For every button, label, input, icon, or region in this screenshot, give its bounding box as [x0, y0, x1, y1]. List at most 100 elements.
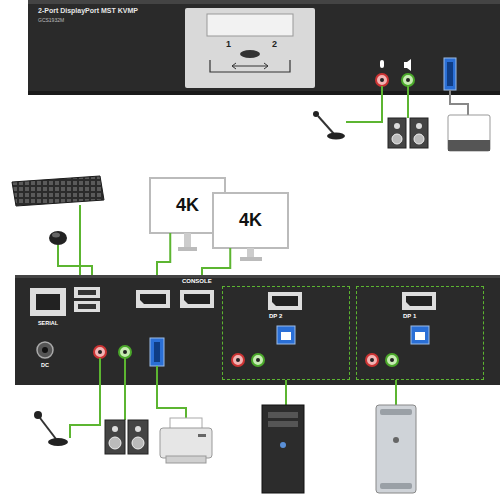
front-ports — [447, 62, 453, 86]
usb-a-ports — [74, 287, 100, 312]
monitor-screen: 4K — [213, 193, 288, 248]
bottom-wires — [157, 366, 186, 418]
microphone-icon — [40, 418, 56, 439]
front-wires — [346, 86, 382, 122]
speaker-icon — [112, 426, 118, 432]
front-ports — [404, 59, 411, 71]
usb-a-ports — [78, 290, 96, 295]
microphone-icon — [313, 111, 319, 117]
speaker-icon — [394, 123, 400, 129]
dp1-port-group — [366, 354, 378, 366]
port-label: SERIAL — [38, 320, 58, 326]
dp1-port-group — [406, 296, 432, 306]
speaker-icon — [128, 420, 148, 454]
port-label: DC — [41, 362, 49, 368]
mac-tower-icon — [380, 409, 412, 415]
node-text: 2-Port DisplayPort MST KVMP — [38, 7, 138, 15]
video-cable — [202, 248, 230, 275]
front-panel-housing — [28, 91, 500, 95]
node-text: DP 1 — [403, 313, 416, 320]
dc-jack — [42, 347, 48, 353]
console-dp-ports — [140, 294, 166, 304]
dp2-port-group — [256, 358, 260, 362]
console-audio-usb — [150, 338, 164, 366]
bottom-wires — [395, 380, 397, 405]
speaker-icon — [105, 420, 125, 454]
dp1-port-group — [390, 358, 394, 362]
serial-port — [36, 294, 60, 310]
speaker-icon — [392, 134, 402, 144]
node-text: CONSOLE — [182, 278, 212, 285]
monitor-icon — [240, 257, 262, 261]
speaker-icon — [410, 118, 428, 148]
console-audio-usb — [98, 350, 102, 354]
rear-panel: CONSOLE DP 2 DP 1 — [15, 275, 500, 385]
microphone-icon — [34, 411, 42, 419]
external-drive-icon — [448, 115, 490, 151]
dp2-port-group — [281, 332, 291, 340]
mouse-icon — [49, 231, 67, 245]
mac-tower-icon — [376, 405, 416, 493]
bottom-wires — [285, 380, 287, 405]
dp1-port-group — [366, 292, 436, 366]
mac-tower-icon — [376, 405, 416, 493]
console-audio-usb — [94, 346, 106, 358]
dp1-port-group — [402, 292, 436, 310]
port-group: DP 2 — [222, 286, 350, 380]
usb-a-ports — [74, 287, 100, 298]
dp1-port-group — [415, 332, 425, 340]
monitor-icon — [178, 247, 197, 251]
mouse-icon — [49, 231, 67, 245]
console-dp-ports — [184, 294, 210, 304]
pc-tower-icon — [262, 405, 304, 493]
front-ports — [402, 74, 414, 86]
front-ports — [380, 60, 384, 68]
speaker-icon — [105, 420, 148, 454]
front-window — [232, 63, 268, 69]
printer-icon — [166, 456, 206, 463]
dp2-port-group — [236, 358, 240, 362]
serial-port — [30, 288, 66, 316]
printer-icon — [198, 434, 206, 437]
keyboard-icon — [12, 176, 104, 206]
speaker-icon — [135, 426, 141, 432]
port-number: 1 — [226, 40, 231, 50]
front-panel-housing — [28, 0, 500, 4]
dp2-port-group — [277, 326, 295, 344]
bottom-wires — [70, 358, 100, 438]
dc-jack — [37, 342, 53, 358]
front-wires — [407, 86, 409, 118]
usb-wires — [58, 205, 92, 287]
front-window — [207, 14, 293, 36]
node-text: GCS1932M — [38, 18, 64, 24]
front-ports — [380, 78, 384, 82]
console-audio-usb — [119, 346, 131, 358]
node-text: 4K — [239, 211, 262, 231]
node-text: 4K — [176, 196, 199, 216]
dp1-port-group — [411, 326, 429, 344]
usb-a-ports — [78, 304, 96, 309]
console-audio-usb — [154, 342, 160, 362]
speaker-icon — [416, 123, 422, 129]
microphone-icon — [48, 438, 68, 446]
front-window — [185, 8, 315, 88]
microphone-icon — [34, 411, 68, 446]
mac-tower-icon — [380, 483, 412, 489]
node-text: DP 2 — [269, 313, 282, 320]
printer-icon — [160, 428, 212, 458]
front-ports — [406, 78, 410, 82]
front-ports — [444, 58, 456, 90]
dc-jack — [37, 342, 53, 358]
usb-a-ports — [74, 301, 100, 312]
front-window — [210, 60, 290, 72]
console-dp-ports — [136, 290, 170, 308]
speaker-icon — [414, 134, 424, 144]
front-wires — [450, 90, 468, 115]
pc-tower-icon — [262, 405, 304, 493]
speaker-icon — [388, 118, 428, 148]
port-group: DP 1 — [356, 286, 484, 380]
front-ports — [376, 74, 388, 86]
keyboard-icon — [12, 176, 104, 206]
rear-panel-housing — [15, 275, 500, 385]
